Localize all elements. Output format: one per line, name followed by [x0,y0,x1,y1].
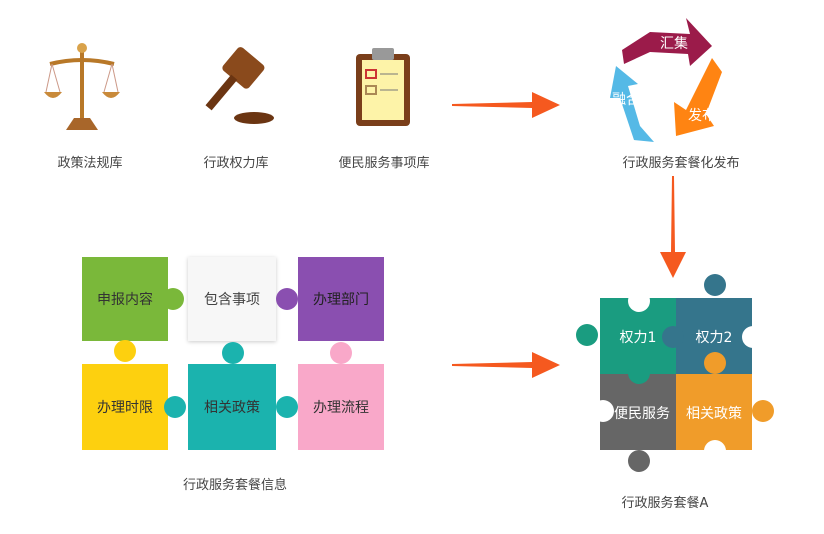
step-label: 融合 [612,92,640,108]
puzzle-notch [704,440,726,462]
puzzle-tab [704,274,726,296]
puzzle-tab [164,396,186,418]
source-label: 便民服务事项库 [338,156,430,171]
gavel-icon [205,47,274,124]
puzzle-piece: 权力1 [619,330,657,346]
info-puzzle-title: 行政服务套餐信息 [182,478,287,493]
puzzle-piece: 相关政策 [686,406,742,422]
puzzle-tab [662,326,684,348]
cycle-title: 行政服务套餐化发布 [622,156,740,171]
puzzle-piece: 包含事项 [188,257,276,341]
puzzle-tab [576,324,598,346]
package-puzzle-title: 行政服务套餐A [621,496,709,511]
puzzle-tab [276,288,298,310]
puzzle-piece: 权力2 [695,330,733,346]
arrow-right-icon [452,92,560,118]
puzzle-piece: 办理流程 [298,364,384,450]
source-label: 政策法规库 [57,156,123,171]
puzzle-tab [704,352,726,374]
arrow-right-icon [452,352,560,378]
puzzle-tab [222,342,244,364]
puzzle-tab [114,340,136,362]
puzzle-piece: 办理时限 [82,364,168,450]
collect-arrow [622,18,712,66]
puzzle-tab [162,288,184,310]
source-label: 行政权力库 [203,156,269,171]
merge-arrow [610,66,654,142]
puzzle-notch [742,326,764,348]
arrow-down-icon [660,176,686,278]
clipboard-icon [356,48,410,126]
cycle-diagram: 汇集 发布 融合 [610,18,722,142]
puzzle-piece: 便民服务 [614,406,670,422]
puzzle-piece: 办理部门 [298,257,384,341]
puzzle-piece: 申报内容 [82,257,168,341]
puzzle-tab [330,342,352,364]
publish-arrow [674,58,722,136]
puzzle-tab [276,396,298,418]
puzzle-notch [592,400,614,422]
scales-icon [44,43,120,130]
step-label: 汇集 [660,35,688,52]
puzzle-tab [628,362,650,384]
puzzle-notch [628,290,650,312]
puzzle-tab [752,400,774,422]
step-label: 发布 [688,108,716,124]
puzzle-tab [628,450,650,472]
puzzle-piece: 相关政策 [188,364,276,450]
